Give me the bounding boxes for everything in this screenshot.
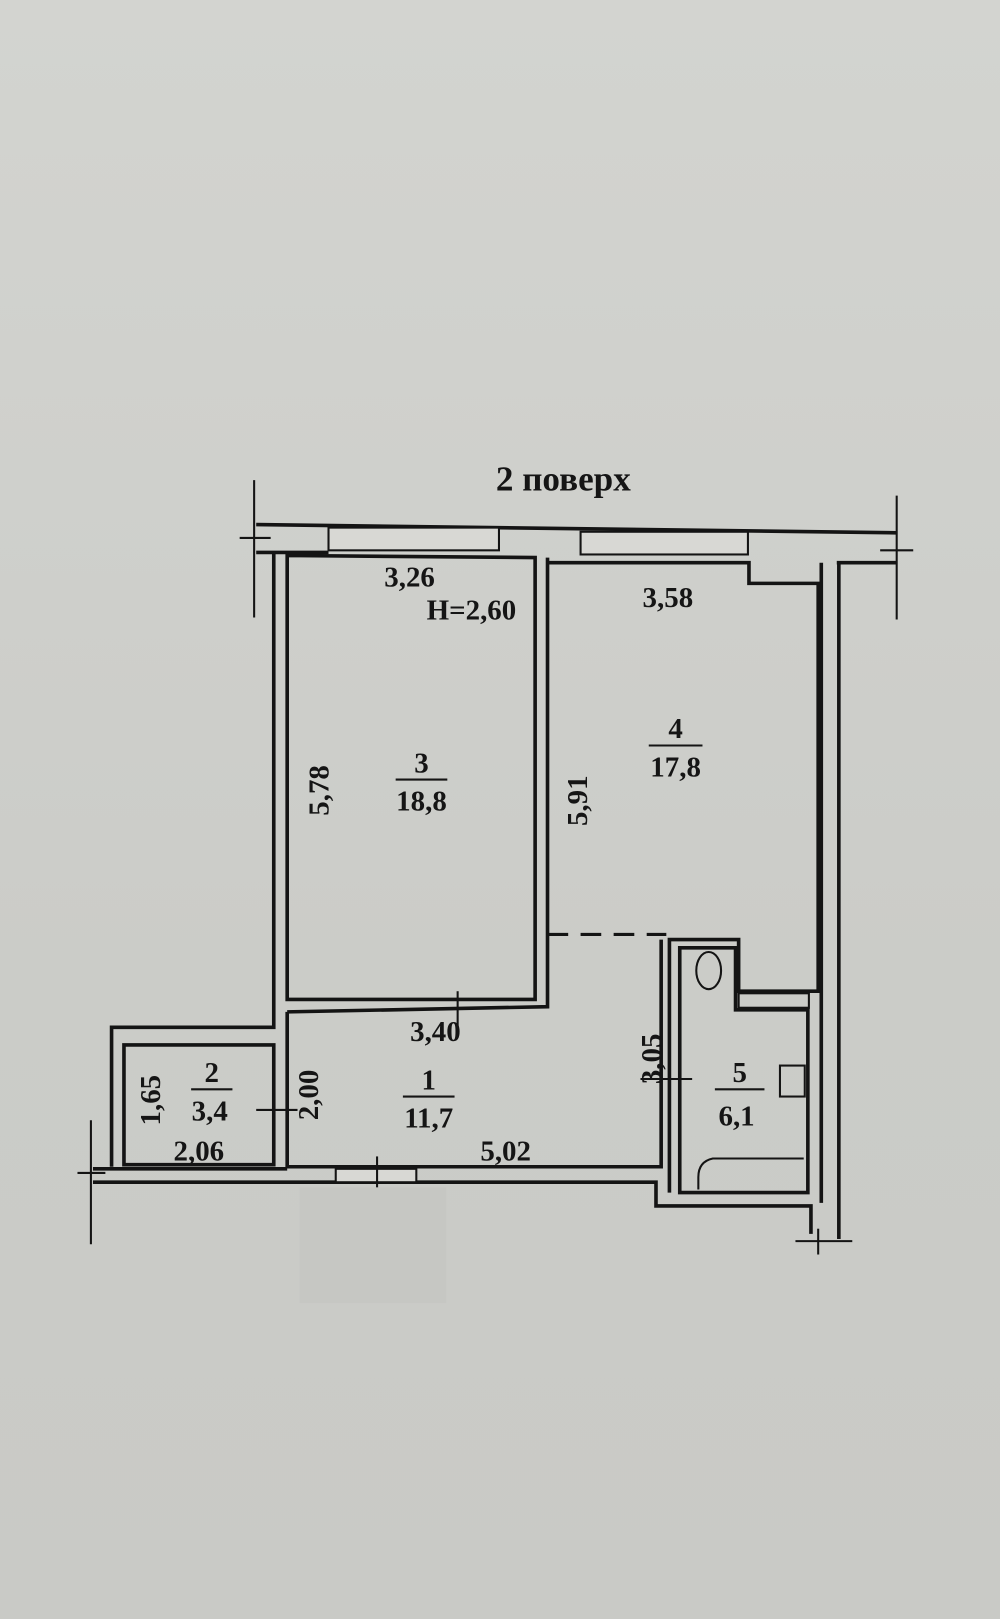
room-labels: 3 18,8 4 17,8 1 11,7 2 3,4 5 6,1 — [191, 713, 765, 1135]
toilet-icon — [695, 950, 723, 991]
room-2-area: 3,4 — [192, 1095, 228, 1127]
room-5-area: 6,1 — [718, 1100, 754, 1132]
dim-room3-length: 5,78 — [304, 765, 336, 816]
dim-room1-left: 2,00 — [293, 1070, 325, 1121]
room-1-number: 1 — [421, 1064, 435, 1096]
room-4-number: 4 — [668, 713, 682, 745]
ceiling-height: H=2,60 — [427, 595, 517, 627]
bathtub-icon — [697, 1157, 804, 1190]
dim-room2-width: 2,06 — [174, 1136, 225, 1168]
dimension-labels: 3,26 H=2,60 3,58 5,78 5,91 3,40 5,02 2,0… — [135, 561, 693, 1167]
floor-title: 2 поверх — [496, 459, 631, 498]
sink-icon — [778, 1064, 806, 1098]
room-3-area: 18,8 — [396, 786, 447, 818]
dim-room2-length: 1,65 — [135, 1075, 167, 1126]
room-1-area: 11,7 — [404, 1103, 453, 1135]
room-4-area: 17,8 — [650, 751, 701, 783]
room-3-number: 3 — [414, 747, 428, 779]
dim-room1-bottom: 5,02 — [480, 1136, 531, 1168]
dim-room1-right: 3,05 — [636, 1034, 668, 1085]
dim-room4-width: 3,58 — [643, 582, 694, 614]
walls — [77, 480, 914, 1255]
dim-room1-top: 3,40 — [410, 1016, 461, 1048]
redacted-area — [299, 1187, 447, 1304]
window-room-3 — [327, 526, 500, 552]
dim-room4-length: 5,91 — [562, 775, 594, 826]
dim-room3-width: 3,26 — [384, 561, 435, 593]
room-5-number: 5 — [732, 1057, 746, 1089]
room-2-number: 2 — [205, 1057, 219, 1089]
window-room-4 — [579, 530, 749, 556]
